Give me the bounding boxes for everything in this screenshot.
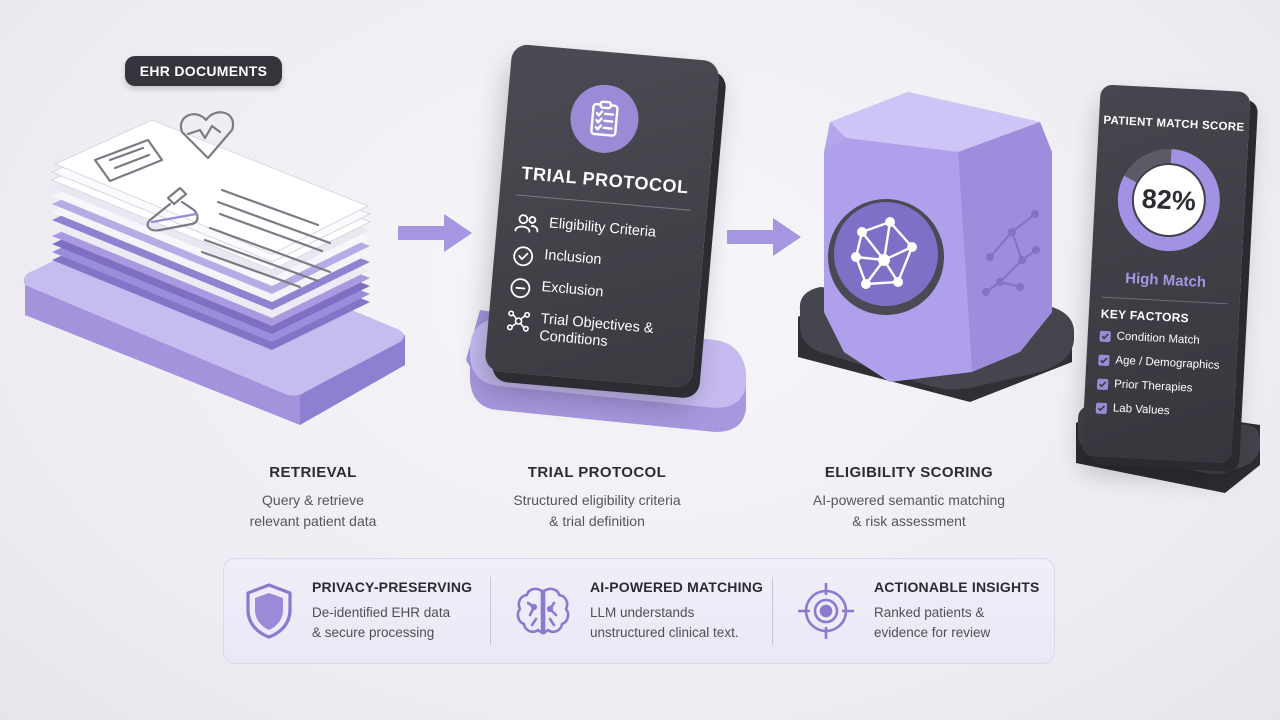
- flask-icon: [146, 186, 199, 232]
- feature-description-line2: unstructured clinical text.: [590, 625, 739, 640]
- arrow-right-icon: [727, 218, 801, 256]
- stage-caption-eligibility-scoring: ELIGIBILITY SCORING AI-powered semantic …: [789, 464, 1029, 532]
- stage-title: TRIAL PROTOCOL: [527, 464, 667, 481]
- factor-item: Prior Therapies: [1096, 378, 1193, 395]
- heart-icon: [179, 111, 235, 160]
- factor-item: Condition Match: [1099, 330, 1200, 347]
- score-panel-divider: [1101, 296, 1228, 305]
- criteria-item-objectives: Trial Objectives & Conditions: [505, 308, 654, 355]
- shield-icon: [246, 583, 292, 639]
- stage-description-line2: & risk assessment: [852, 513, 966, 529]
- trial-protocol-card: TRIAL PROTOCOL Eligibility Criteria Incl…: [484, 43, 720, 389]
- side-network-icon: [982, 210, 1040, 296]
- factor-label: Age / Demographics: [1115, 354, 1220, 372]
- criteria-item-eligibility: Eligibility Criteria: [514, 212, 657, 244]
- feature-title: AI-POWERED MATCHING: [590, 579, 764, 595]
- stage-description-line1: AI-powered semantic matching: [812, 492, 1006, 508]
- feature-description-line1: De-identified EHR data: [312, 605, 451, 620]
- factor-label: Prior Therapies: [1113, 378, 1193, 395]
- factor-item: Lab Values: [1095, 402, 1170, 418]
- ehr-documents-label: EHR DOCUMENTS: [125, 56, 282, 86]
- feature-description-line1: LLM understands: [590, 605, 695, 620]
- feature-privacy: PRIVACY-PRESERVING De-identified EHR dat…: [244, 559, 472, 663]
- protocol-card-divider: [515, 194, 691, 211]
- factor-label: Lab Values: [1112, 402, 1170, 418]
- scoring-engine-block: [798, 92, 1074, 402]
- checkbox-icon: [1095, 402, 1108, 414]
- brain-icon: [516, 587, 570, 635]
- feature-title: PRIVACY-PRESERVING: [312, 579, 473, 595]
- stage-description-line2: relevant patient data: [249, 513, 377, 529]
- target-icon: [798, 583, 854, 639]
- arrow-right-icon: [398, 214, 472, 252]
- network-icon: [506, 310, 531, 332]
- criteria-item-label: Inclusion: [543, 247, 603, 269]
- stage-caption-retrieval: RETRIEVAL Query & retrieve relevant pati…: [193, 464, 433, 532]
- protocol-card-title: TRIAL PROTOCOL: [520, 162, 690, 198]
- ehr-document-stack: [23, 111, 405, 425]
- match-score-value: 82%: [1141, 183, 1197, 216]
- molecule-network-icon: [851, 217, 917, 289]
- criteria-item-exclusion: Exclusion: [508, 276, 604, 306]
- minus-circle-icon: [510, 278, 531, 299]
- stage-description-line1: Query & retrieve: [262, 492, 364, 508]
- feature-title: ACTIONABLE INSIGHTS: [874, 579, 1040, 595]
- match-score-gauge: [1117, 149, 1220, 252]
- feature-insights: ACTIONABLE INSIGHTS Ranked patients & ev…: [796, 559, 1040, 663]
- feature-description-line2: evidence for review: [874, 625, 991, 640]
- feature-divider: [772, 577, 773, 645]
- factor-label: Condition Match: [1116, 330, 1200, 347]
- criteria-item-label: Exclusion: [540, 279, 605, 301]
- ehr-documents-label-text: EHR DOCUMENTS: [139, 63, 268, 79]
- stage-title: RETRIEVAL: [269, 464, 357, 481]
- feature-description-line1: Ranked patients &: [874, 605, 985, 620]
- criteria-item-label: Eligibility Criteria: [548, 215, 657, 241]
- patient-match-score-panel: PATIENT MATCH SCORE 82% High Match KEY F…: [1081, 84, 1251, 464]
- stage-description-line2: & trial definition: [549, 513, 645, 529]
- checkbox-icon: [1098, 354, 1110, 366]
- criteria-item-inclusion: Inclusion: [511, 244, 602, 274]
- clipboard-icon: [567, 82, 642, 156]
- checkbox-icon: [1096, 378, 1109, 390]
- stage-description-line1: Structured eligibility criteria: [513, 492, 681, 508]
- users-icon: [514, 214, 539, 233]
- feature-ai-matching: AI-POWERED MATCHING LLM understands unst…: [514, 559, 763, 663]
- feature-divider: [490, 577, 491, 645]
- key-factors-title: KEY FACTORS: [1100, 306, 1190, 326]
- check-circle-icon: [513, 246, 534, 267]
- document-icon: [93, 138, 164, 183]
- checkbox-icon: [1099, 330, 1111, 342]
- factor-item: Age / Demographics: [1098, 354, 1220, 372]
- criteria-item-label-wrap: Trial Objectives & Conditions: [539, 311, 655, 355]
- score-panel-title: PATIENT MATCH SCORE: [1103, 114, 1245, 134]
- feature-description-line2: & secure processing: [312, 625, 435, 640]
- stage-title: ELIGIBILITY SCORING: [824, 464, 994, 481]
- stage-caption-trial-protocol: TRIAL PROTOCOL Structured eligibility cr…: [477, 464, 717, 532]
- match-level: High Match: [1124, 269, 1207, 292]
- feature-bar: PRIVACY-PRESERVING De-identified EHR dat…: [223, 558, 1055, 664]
